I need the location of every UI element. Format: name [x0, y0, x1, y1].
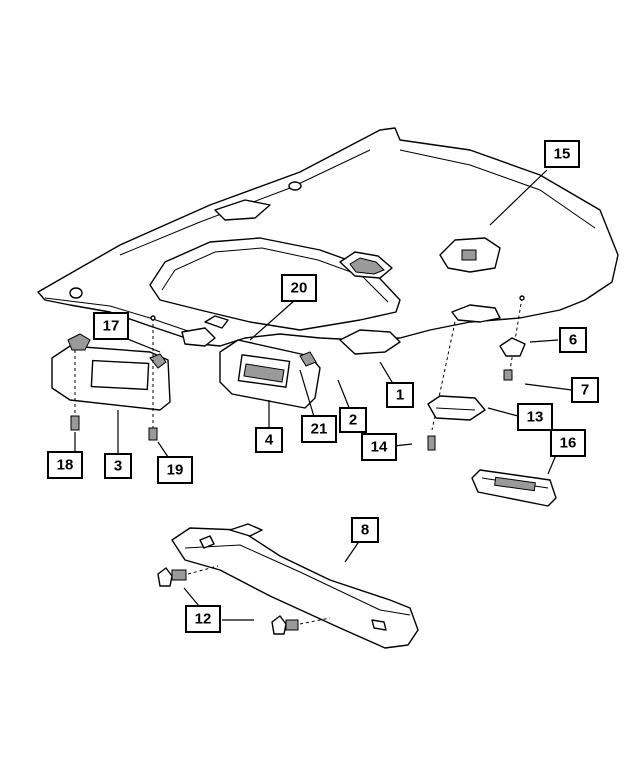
- console-bracket: [471, 469, 557, 507]
- callout-17: 17: [93, 312, 129, 340]
- sunroof-opening: [149, 237, 401, 331]
- sun-visor-left: [51, 333, 171, 411]
- svg-text:15: 15: [554, 146, 571, 163]
- svg-text:4: 4: [265, 432, 274, 449]
- callout-19: 19: [157, 456, 193, 484]
- callout-2: 2: [339, 407, 367, 433]
- svg-text:20: 20: [291, 280, 308, 297]
- svg-text:2: 2: [349, 412, 357, 429]
- svg-text:8: 8: [361, 522, 369, 539]
- svg-text:13: 13: [527, 409, 544, 426]
- svg-text:16: 16: [560, 435, 577, 452]
- callout-7: 7: [571, 377, 599, 403]
- callout-6: 6: [559, 327, 587, 353]
- svg-text:14: 14: [371, 439, 388, 456]
- sun-visor-right: [219, 339, 321, 409]
- callout-14: 14: [361, 433, 397, 461]
- callout-16: 16: [550, 429, 586, 457]
- svg-text:17: 17: [103, 318, 120, 335]
- callout-1: 1: [386, 382, 414, 408]
- callout-20: 20: [281, 274, 317, 302]
- svg-text:12: 12: [195, 611, 212, 628]
- callout-8: 8: [351, 517, 379, 543]
- svg-text:7: 7: [581, 382, 589, 399]
- callout-18: 18: [47, 451, 83, 479]
- svg-text:18: 18: [57, 457, 74, 474]
- visor-screws: [70, 315, 158, 441]
- callout-4: 4: [255, 427, 283, 453]
- callout-3: 3: [104, 453, 132, 479]
- rear-console: [157, 523, 419, 649]
- callout-13: 13: [517, 403, 553, 431]
- callout-12: 12: [185, 605, 221, 633]
- svg-text:6: 6: [569, 332, 577, 349]
- svg-text:1: 1: [396, 387, 404, 404]
- dome-lamp-assembly: [427, 295, 526, 451]
- callout-15: 15: [544, 140, 580, 168]
- headliner-panel: [37, 127, 619, 355]
- callout-21: 21: [301, 415, 337, 443]
- svg-text:19: 19: [167, 462, 184, 479]
- svg-text:3: 3: [114, 458, 122, 475]
- svg-text:21: 21: [311, 421, 328, 438]
